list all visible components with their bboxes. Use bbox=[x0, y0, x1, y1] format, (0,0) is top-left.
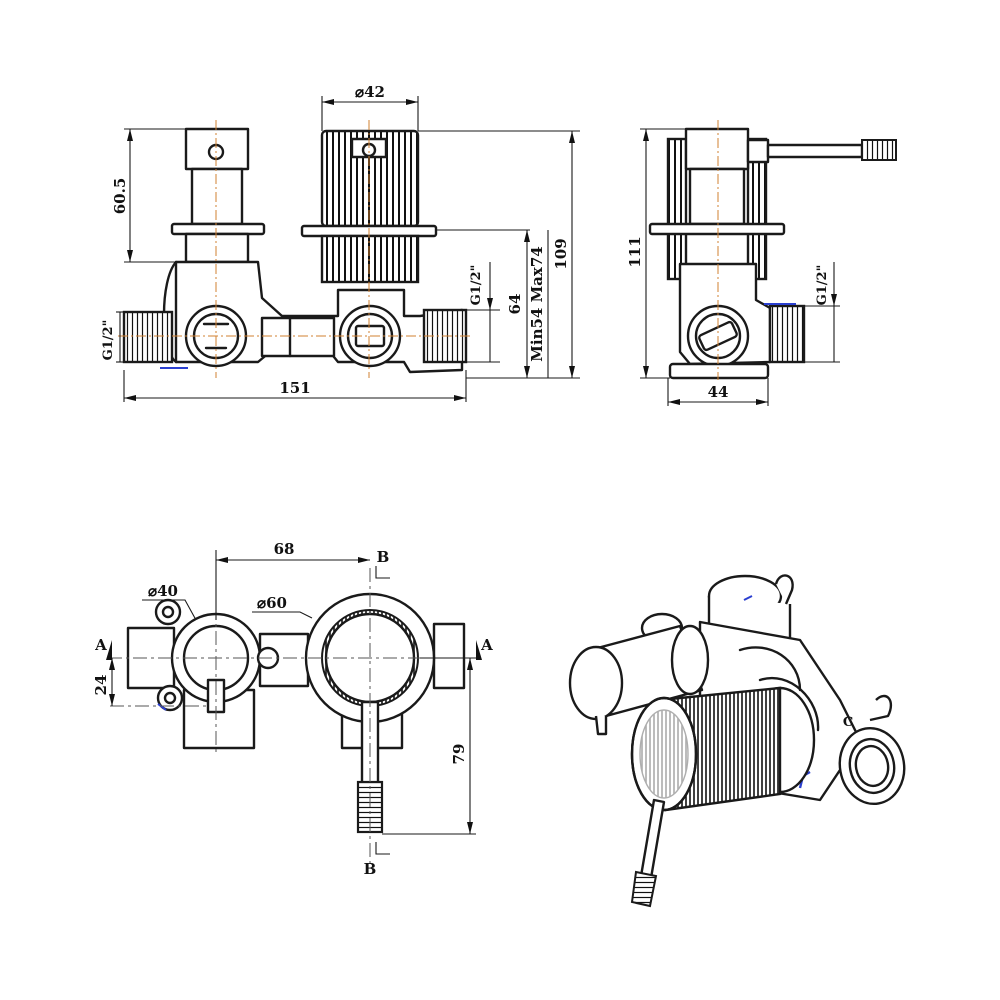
dim-total-height-label: 109 bbox=[552, 238, 570, 269]
top-dim-large-diameter-label: ⌀60 bbox=[257, 594, 287, 612]
dim-60-leader bbox=[252, 611, 313, 619]
top-dim-offset-label: 24 bbox=[92, 675, 110, 696]
left-handle-cap bbox=[184, 127, 250, 171]
iso-knob-face-outline bbox=[630, 696, 698, 812]
dim-151-arrow-left bbox=[124, 395, 136, 401]
dim-64-arrow-top bbox=[524, 230, 530, 242]
iso-diverter-tab bbox=[594, 715, 608, 736]
iso-view: C bbox=[568, 574, 906, 908]
section-a-left-label: A bbox=[94, 636, 107, 654]
dim-40-leader bbox=[142, 599, 197, 621]
section-b-top-arrow bbox=[375, 566, 390, 579]
left-handle-stem bbox=[190, 167, 244, 226]
dim-24-arrow-top bbox=[109, 658, 115, 670]
dim-79-arrow-top bbox=[467, 658, 473, 670]
dim-24-arrow-bottom bbox=[109, 694, 115, 706]
side-lever-tip bbox=[861, 139, 897, 161]
dim-68-arrow-right bbox=[358, 557, 370, 563]
dim-605-arrow-bottom bbox=[127, 250, 133, 262]
side-lever-rod bbox=[766, 143, 864, 159]
side-view: 111 G1/2" 44 bbox=[626, 120, 897, 406]
side-handle-cap bbox=[684, 127, 750, 171]
dim-thread-right-label: G1/2" bbox=[469, 265, 484, 306]
dim-side-thread-arrow bbox=[831, 294, 837, 306]
dim-knob-diameter-label: ⌀42 bbox=[355, 83, 385, 101]
iso-body-curve-b bbox=[758, 677, 820, 732]
dim-depth-range-label: Min54 Max74 bbox=[528, 246, 546, 361]
side-thread bbox=[768, 304, 806, 364]
dim-109-arrow-top bbox=[569, 131, 575, 143]
section-b-top-label: B bbox=[377, 548, 390, 566]
dim-center-height-label: 64 bbox=[506, 294, 524, 315]
dim-width-label: 151 bbox=[279, 379, 310, 397]
section-b-bottom-arrow bbox=[375, 842, 390, 855]
dim-44-arrow-left bbox=[668, 399, 680, 405]
iso-right-port-thread bbox=[854, 744, 890, 788]
iso-diverter-flange bbox=[670, 624, 710, 696]
top-dim-lever-length-label: 79 bbox=[450, 744, 468, 765]
right-knob-skirt bbox=[320, 234, 420, 284]
dim-111-arrow-top bbox=[643, 129, 649, 141]
left-neck bbox=[184, 232, 250, 264]
side-base-plate bbox=[668, 362, 770, 380]
iso-top-ear bbox=[774, 574, 794, 605]
section-a-left-arrow bbox=[106, 640, 112, 660]
iso-lever-rod bbox=[638, 798, 666, 886]
side-dim-width-label: 44 bbox=[708, 383, 729, 401]
top-view: 68 B B ⌀40 ⌀60 A A 24 79 bbox=[92, 540, 493, 878]
top-right-arm bbox=[432, 622, 466, 690]
side-dim-height-label: 111 bbox=[626, 236, 644, 267]
side-lever-hub bbox=[746, 138, 770, 164]
section-a-right-arrow bbox=[476, 640, 482, 660]
iso-right-port-inner bbox=[848, 737, 896, 795]
dim-68-arrow-left bbox=[216, 557, 228, 563]
section-a-right-label: A bbox=[480, 636, 493, 654]
side-knurl-left bbox=[666, 137, 688, 281]
iso-label-c: C bbox=[843, 715, 853, 730]
side-port-slot bbox=[698, 320, 738, 352]
dim-79-arrow-bottom bbox=[467, 822, 473, 834]
connecting-tube bbox=[260, 316, 336, 358]
dim-lever-height-label: 60.5 bbox=[111, 178, 129, 215]
iso-lever-tip bbox=[630, 870, 658, 908]
top-ear-top bbox=[154, 598, 182, 626]
side-handle-stem bbox=[688, 167, 746, 226]
dim-605-arrow-top bbox=[127, 129, 133, 141]
dim-thread-right-arrow bbox=[487, 298, 493, 310]
dim-111-arrow-bottom bbox=[643, 366, 649, 378]
top-ear-bottom-hole bbox=[163, 691, 177, 705]
dim-42-arrow-left bbox=[322, 99, 334, 105]
top-blue-mark bbox=[157, 703, 167, 711]
section-b-bottom-label: B bbox=[364, 860, 377, 878]
iso-diverter-cap bbox=[568, 645, 624, 721]
top-ear-top-hole bbox=[161, 605, 175, 619]
dim-109-arrow-bottom bbox=[569, 366, 575, 378]
dim-151-arrow-right bbox=[454, 395, 466, 401]
dim-42-arrow-right bbox=[406, 99, 418, 105]
front-view: 151 60.5 ⌀42 G1/2" G1/2" 64 bbox=[101, 83, 580, 402]
left-thread bbox=[122, 310, 174, 364]
dim-64-arrow-bottom bbox=[524, 366, 530, 378]
dim-thread-left-label: G1/2" bbox=[101, 320, 116, 361]
iso-knob-face-ring bbox=[639, 709, 689, 799]
iso-blue-tab-top bbox=[743, 595, 753, 601]
side-dim-thread-label: G1/2" bbox=[815, 265, 830, 306]
side-flange bbox=[648, 222, 786, 236]
iso-body-curve-a bbox=[738, 646, 802, 692]
dim-44-arrow-right bbox=[756, 399, 768, 405]
iso-right-ear bbox=[869, 694, 893, 722]
top-dim-spacing-label: 68 bbox=[274, 540, 295, 558]
top-dim-small-diameter-label: ⌀40 bbox=[148, 582, 178, 600]
left-flange bbox=[170, 222, 266, 236]
top-ear-bottom bbox=[156, 684, 184, 712]
